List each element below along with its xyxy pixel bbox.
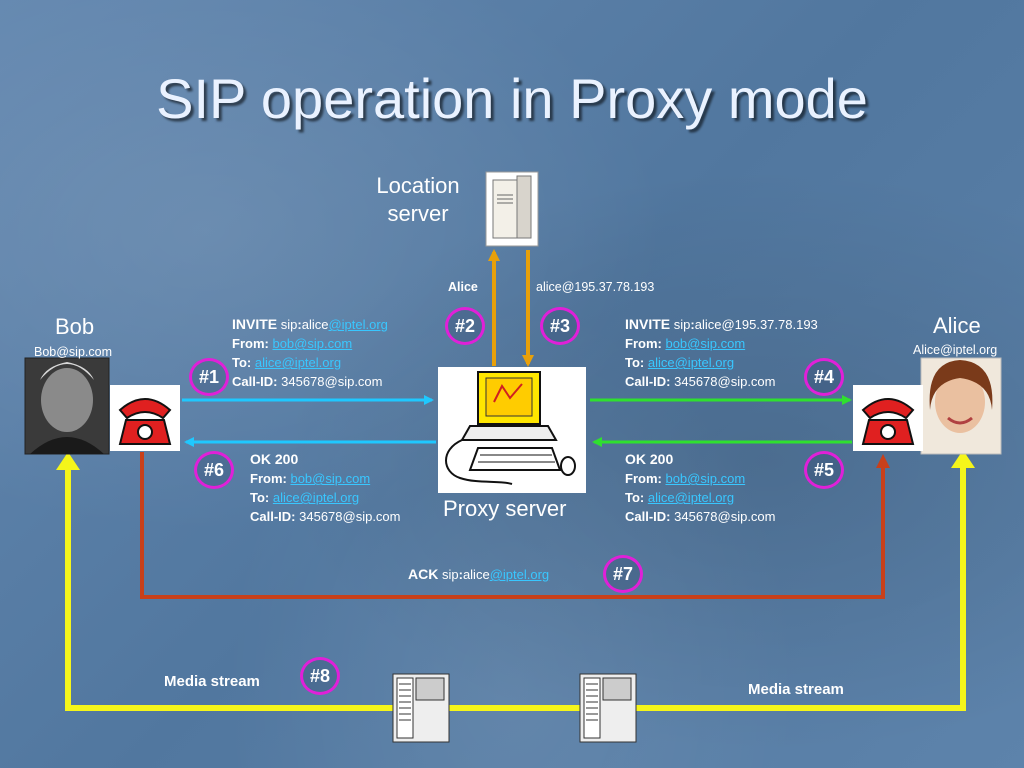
media-server-icon-right (579, 673, 637, 743)
invite-1-method: INVITE (232, 316, 278, 332)
alice-phone-icon (853, 385, 923, 451)
location-server-icon (485, 171, 539, 247)
ack-method: ACK (408, 566, 439, 582)
invite-1-uri-user: alice (301, 317, 329, 332)
step-badge-7: #7 (603, 555, 643, 593)
lookup-result: alice@195.37.78.193 (536, 280, 655, 294)
bob-address: Bob@sip.com (34, 345, 112, 359)
ok-1-callid-value: 345678@sip.com (299, 509, 401, 524)
invite-2-to-label: To: (625, 355, 645, 370)
ack-message: ACK sip:alice@iptel.org (408, 565, 549, 584)
media-stream-label-right: Media stream (748, 681, 844, 698)
invite-2-uri-prefix: sip (673, 317, 691, 332)
ok-message-1: OK 200 From: bob@sip.com To: alice@iptel… (250, 450, 401, 526)
ok-2-callid-label: Call-ID: (625, 509, 671, 524)
bob-phone-icon (110, 385, 180, 451)
step-badge-4: #4 (804, 358, 844, 396)
ack-line (140, 452, 885, 599)
bob-name: Bob (55, 314, 95, 339)
invite-1-from-label: From: (232, 336, 269, 351)
step-badge-5: #5 (804, 451, 844, 489)
ok-1-from-value[interactable]: bob@sip.com (290, 471, 371, 486)
ack-uri-colon: : (458, 567, 463, 582)
ok-2-to-label: To: (625, 490, 645, 505)
invite-1-to-label: To: (232, 355, 252, 370)
invite-2-callid-value: 345678@sip.com (674, 374, 776, 389)
invite-2-to-value[interactable]: alice@iptel.org (647, 355, 735, 370)
invite-2-uri-colon: : (690, 317, 695, 332)
bob-avatar (24, 357, 110, 455)
ok-2-from-value[interactable]: bob@sip.com (665, 471, 746, 486)
ack-arrowhead (876, 454, 890, 468)
ok-2-from-label: From: (625, 471, 662, 486)
invite-2-from-label: From: (625, 336, 662, 351)
alice-address: Alice@iptel.org (913, 343, 998, 357)
ok-1-from-label: From: (250, 471, 287, 486)
page-title: SIP operation in Proxy mode (156, 67, 868, 130)
ok-1-to-value[interactable]: alice@iptel.org (272, 490, 360, 505)
location-server-label: Location server (368, 172, 468, 228)
step-badge-3: #3 (540, 307, 580, 345)
proxy-server-label: Proxy server (443, 496, 567, 521)
ok-1-to-label: To: (250, 490, 270, 505)
invite-2-method: INVITE (625, 316, 671, 332)
step-badge-8: #8 (300, 657, 340, 695)
invite-1-uri-prefix: sip (280, 317, 298, 332)
invite-2-from-value[interactable]: bob@sip.com (665, 336, 746, 351)
lookup-query: Alice (448, 280, 478, 294)
alice-name: Alice (933, 313, 981, 338)
step-badge-1: #1 (189, 358, 229, 396)
proxy-server-icon (438, 367, 586, 493)
ack-uri-prefix: sip (441, 567, 459, 582)
media-stream-line (65, 460, 966, 711)
ack-uri-host[interactable]: @iptel.org (489, 567, 550, 582)
invite-1-uri-colon: : (297, 317, 302, 332)
invite-1-uri-host[interactable]: @iptel.org (328, 317, 388, 332)
invite-1-callid-label: Call-ID: (232, 374, 278, 389)
step-badge-2: #2 (445, 307, 485, 345)
media-arrow-left (56, 452, 80, 470)
invite-2-uri-rest: alice@195.37.78.193 (694, 317, 818, 332)
invite-message-1: INVITE sip:alice@iptel.org From: bob@sip… (232, 315, 388, 391)
invite-1-callid-value: 345678@sip.com (281, 374, 383, 389)
ok-1-callid-label: Call-ID: (250, 509, 296, 524)
step-badge-6: #6 (194, 451, 234, 489)
ok-1-method: OK 200 (250, 451, 299, 467)
ok-2-to-value[interactable]: alice@iptel.org (647, 490, 735, 505)
ok-message-2: OK 200 From: bob@sip.com To: alice@iptel… (625, 450, 776, 526)
location-server-label-line2: server (387, 201, 449, 226)
invite-1-to-value[interactable]: alice@iptel.org (254, 355, 342, 370)
media-server-icon-left (392, 673, 450, 743)
location-server-label-line1: Location (376, 173, 460, 198)
invite-message-2: INVITE sip:alice@195.37.78.193 From: bob… (625, 315, 818, 391)
ok-2-callid-value: 345678@sip.com (674, 509, 776, 524)
ok-2-method: OK 200 (625, 451, 674, 467)
invite-2-callid-label: Call-ID: (625, 374, 671, 389)
media-arrow-right (951, 450, 975, 468)
ack-uri-user: alice (462, 567, 490, 582)
alice-avatar (920, 357, 1002, 455)
media-stream-label-left: Media stream (164, 673, 260, 690)
invite-1-from-value[interactable]: bob@sip.com (272, 336, 353, 351)
